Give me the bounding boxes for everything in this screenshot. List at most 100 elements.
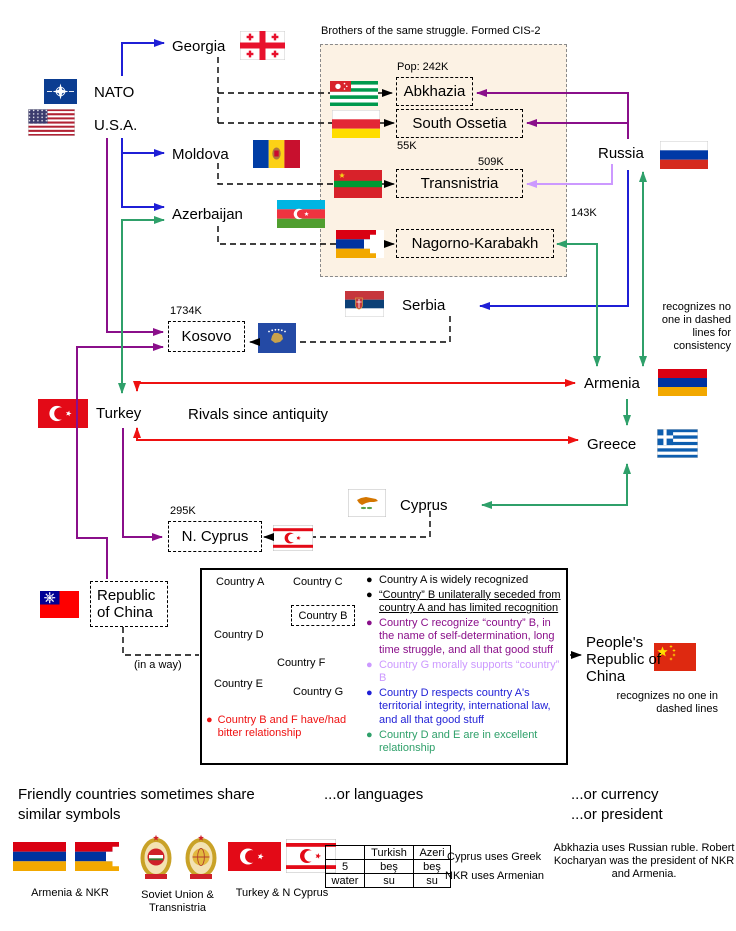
node-abkhazia: Abkhazia	[396, 77, 473, 106]
edge-roc-prc	[122, 627, 199, 656]
edge-usa-azerbaijan	[121, 138, 165, 211]
flag-serbia	[345, 291, 384, 317]
node-nato: NATO	[94, 84, 135, 101]
transnistria-pop: 509K	[478, 156, 504, 168]
node-russia: Russia	[598, 145, 644, 162]
legend-country-e: Country E	[214, 678, 263, 690]
group-armenia-nkr: Armenia & NKR	[31, 887, 109, 899]
edge-russia-transnistria	[526, 164, 613, 188]
red-bullet-icon: ●	[206, 714, 213, 726]
group-turkey-ncyprus: Turkey & N Cyprus	[235, 887, 329, 899]
node-azerbaijan: Azerbaijan	[172, 206, 243, 223]
edge-turkey-ncyprus	[122, 428, 163, 541]
legend-box	[200, 568, 568, 765]
legend-bullet: ●“Country” B unilaterally seceded from c…	[366, 588, 561, 615]
flag-russia	[660, 141, 708, 169]
legend-bullet: ●Country D and E are in excellent relati…	[366, 728, 538, 755]
in-a-way-note: (in a way)	[134, 659, 182, 671]
flag-armenia	[658, 369, 707, 396]
ruble-president-note: Abkhazia uses Russian ruble. Robert Koch…	[553, 842, 735, 880]
flag-usa	[28, 109, 75, 136]
legend-bullet: ●Country D respects country A's territor…	[366, 686, 551, 726]
edge-moldova-transnistria	[217, 163, 334, 185]
prc-note: recognizes no one in dashed lines	[616, 690, 718, 715]
flag-azerbaijan	[277, 200, 325, 228]
legend-country-d: Country D	[214, 629, 264, 641]
node-usa: U.S.A.	[94, 117, 138, 134]
edge-nato-georgia	[121, 39, 165, 76]
legend-bullet-list: ●Country A is widely recognized ●“Countr…	[366, 574, 562, 757]
language-table: Turkish Azeri 5 beş beş water su su	[325, 845, 451, 888]
legend-country-a: Country A	[216, 576, 265, 588]
flag-prc	[654, 643, 696, 671]
flag-armenia-bottom	[13, 842, 66, 871]
node-n-cyprus: N. Cyprus	[168, 521, 262, 552]
flag-transnistria	[334, 170, 382, 198]
bullet-dot-icon: ●	[366, 686, 373, 699]
node-transnistria: Transnistria	[396, 169, 523, 198]
edge-nk-armenia	[556, 240, 601, 367]
flag-turkey-bottom	[228, 842, 281, 871]
flag-cyprus	[348, 489, 386, 517]
legend-bullet: ●Country G morally supports “country” B	[366, 658, 560, 685]
flag-nato	[44, 79, 77, 104]
or-languages-heading: ...or languages	[324, 786, 424, 803]
node-turkey: Turkey	[96, 405, 142, 422]
friendly-heading: Friendly countries sometimes share simil…	[18, 786, 255, 823]
node-greece: Greece	[587, 436, 637, 453]
legend-bullet: ●Country C recognize “country” B, in the…	[366, 616, 555, 656]
legend-country-f: Country F	[277, 657, 326, 669]
flag-georgia	[240, 31, 285, 60]
edge-greece-cyprus	[481, 463, 631, 509]
emblem-transnistria	[140, 834, 172, 879]
bullet-dot-icon: ●	[366, 728, 373, 741]
edge-serbia-kosovo	[298, 316, 451, 343]
legend-country-g: Country G	[293, 686, 344, 698]
legend-country-c: Country C	[293, 576, 343, 588]
kosovo-pop: 1734K	[170, 305, 202, 317]
flag-abkhazia	[330, 81, 378, 106]
legend-bullet: ●Country A is widely recognized	[366, 574, 529, 586]
node-kosovo: Kosovo	[168, 321, 245, 352]
group-soviet-transnistria: Soviet Union & Transnistria	[141, 889, 214, 914]
or-currency-heading: ...or currency	[571, 786, 659, 803]
bullet-dot-icon: ●	[366, 574, 373, 586]
flag-turkey	[38, 399, 88, 428]
table-row: 5 beş beş	[325, 859, 451, 874]
edge-russia-serbia	[479, 170, 629, 310]
node-nagorno-karabakh: Nagorno-Karabakh	[396, 229, 554, 258]
table-row: water su su	[325, 873, 451, 888]
node-armenia: Armenia	[584, 375, 640, 392]
bullet-dot-icon: ●	[366, 588, 373, 601]
note-cyprus-greek: Cyprus uses Greek	[447, 851, 542, 863]
south-ossetia-pop: 55K	[397, 140, 417, 152]
edge-turkey-greece	[133, 427, 579, 444]
node-south-ossetia: South Ossetia	[396, 109, 523, 138]
flag-greece	[657, 429, 698, 458]
note-nkr-armenian: NKR uses Armenian	[445, 870, 545, 882]
flag-nkr-bottom	[75, 842, 128, 871]
legend-country-b: Country B	[291, 605, 355, 626]
flag-republic-of-china	[40, 591, 79, 618]
edge-roc-kosovo	[76, 343, 164, 579]
flag-south-ossetia	[332, 110, 380, 138]
table-row: Turkish Azeri	[325, 845, 451, 860]
node-prc: People's Republic of China	[586, 634, 662, 685]
flag-kosovo	[258, 323, 296, 353]
node-cyprus: Cyprus	[400, 497, 448, 514]
edge-cyprus-ncyprus	[313, 511, 431, 538]
ncyprus-pop: 295K	[170, 505, 196, 517]
edge-turkey-azerbaijan	[118, 216, 165, 394]
flag-moldova	[253, 140, 300, 168]
or-president-heading: ...or president	[571, 806, 663, 823]
emblem-soviet-union	[185, 834, 217, 879]
flag-north-cyprus	[273, 525, 313, 551]
flag-nagorno-karabakh	[336, 230, 384, 258]
bullet-dot-icon: ●	[366, 616, 373, 629]
bullet-dot-icon: ●	[366, 658, 373, 671]
edge-turkey-armenia	[133, 379, 576, 392]
armenia-note: recognizes no one in dashed lines for co…	[661, 301, 731, 352]
abkhazia-pop: Pop: 242K	[397, 61, 449, 73]
node-moldova: Moldova	[172, 146, 229, 163]
